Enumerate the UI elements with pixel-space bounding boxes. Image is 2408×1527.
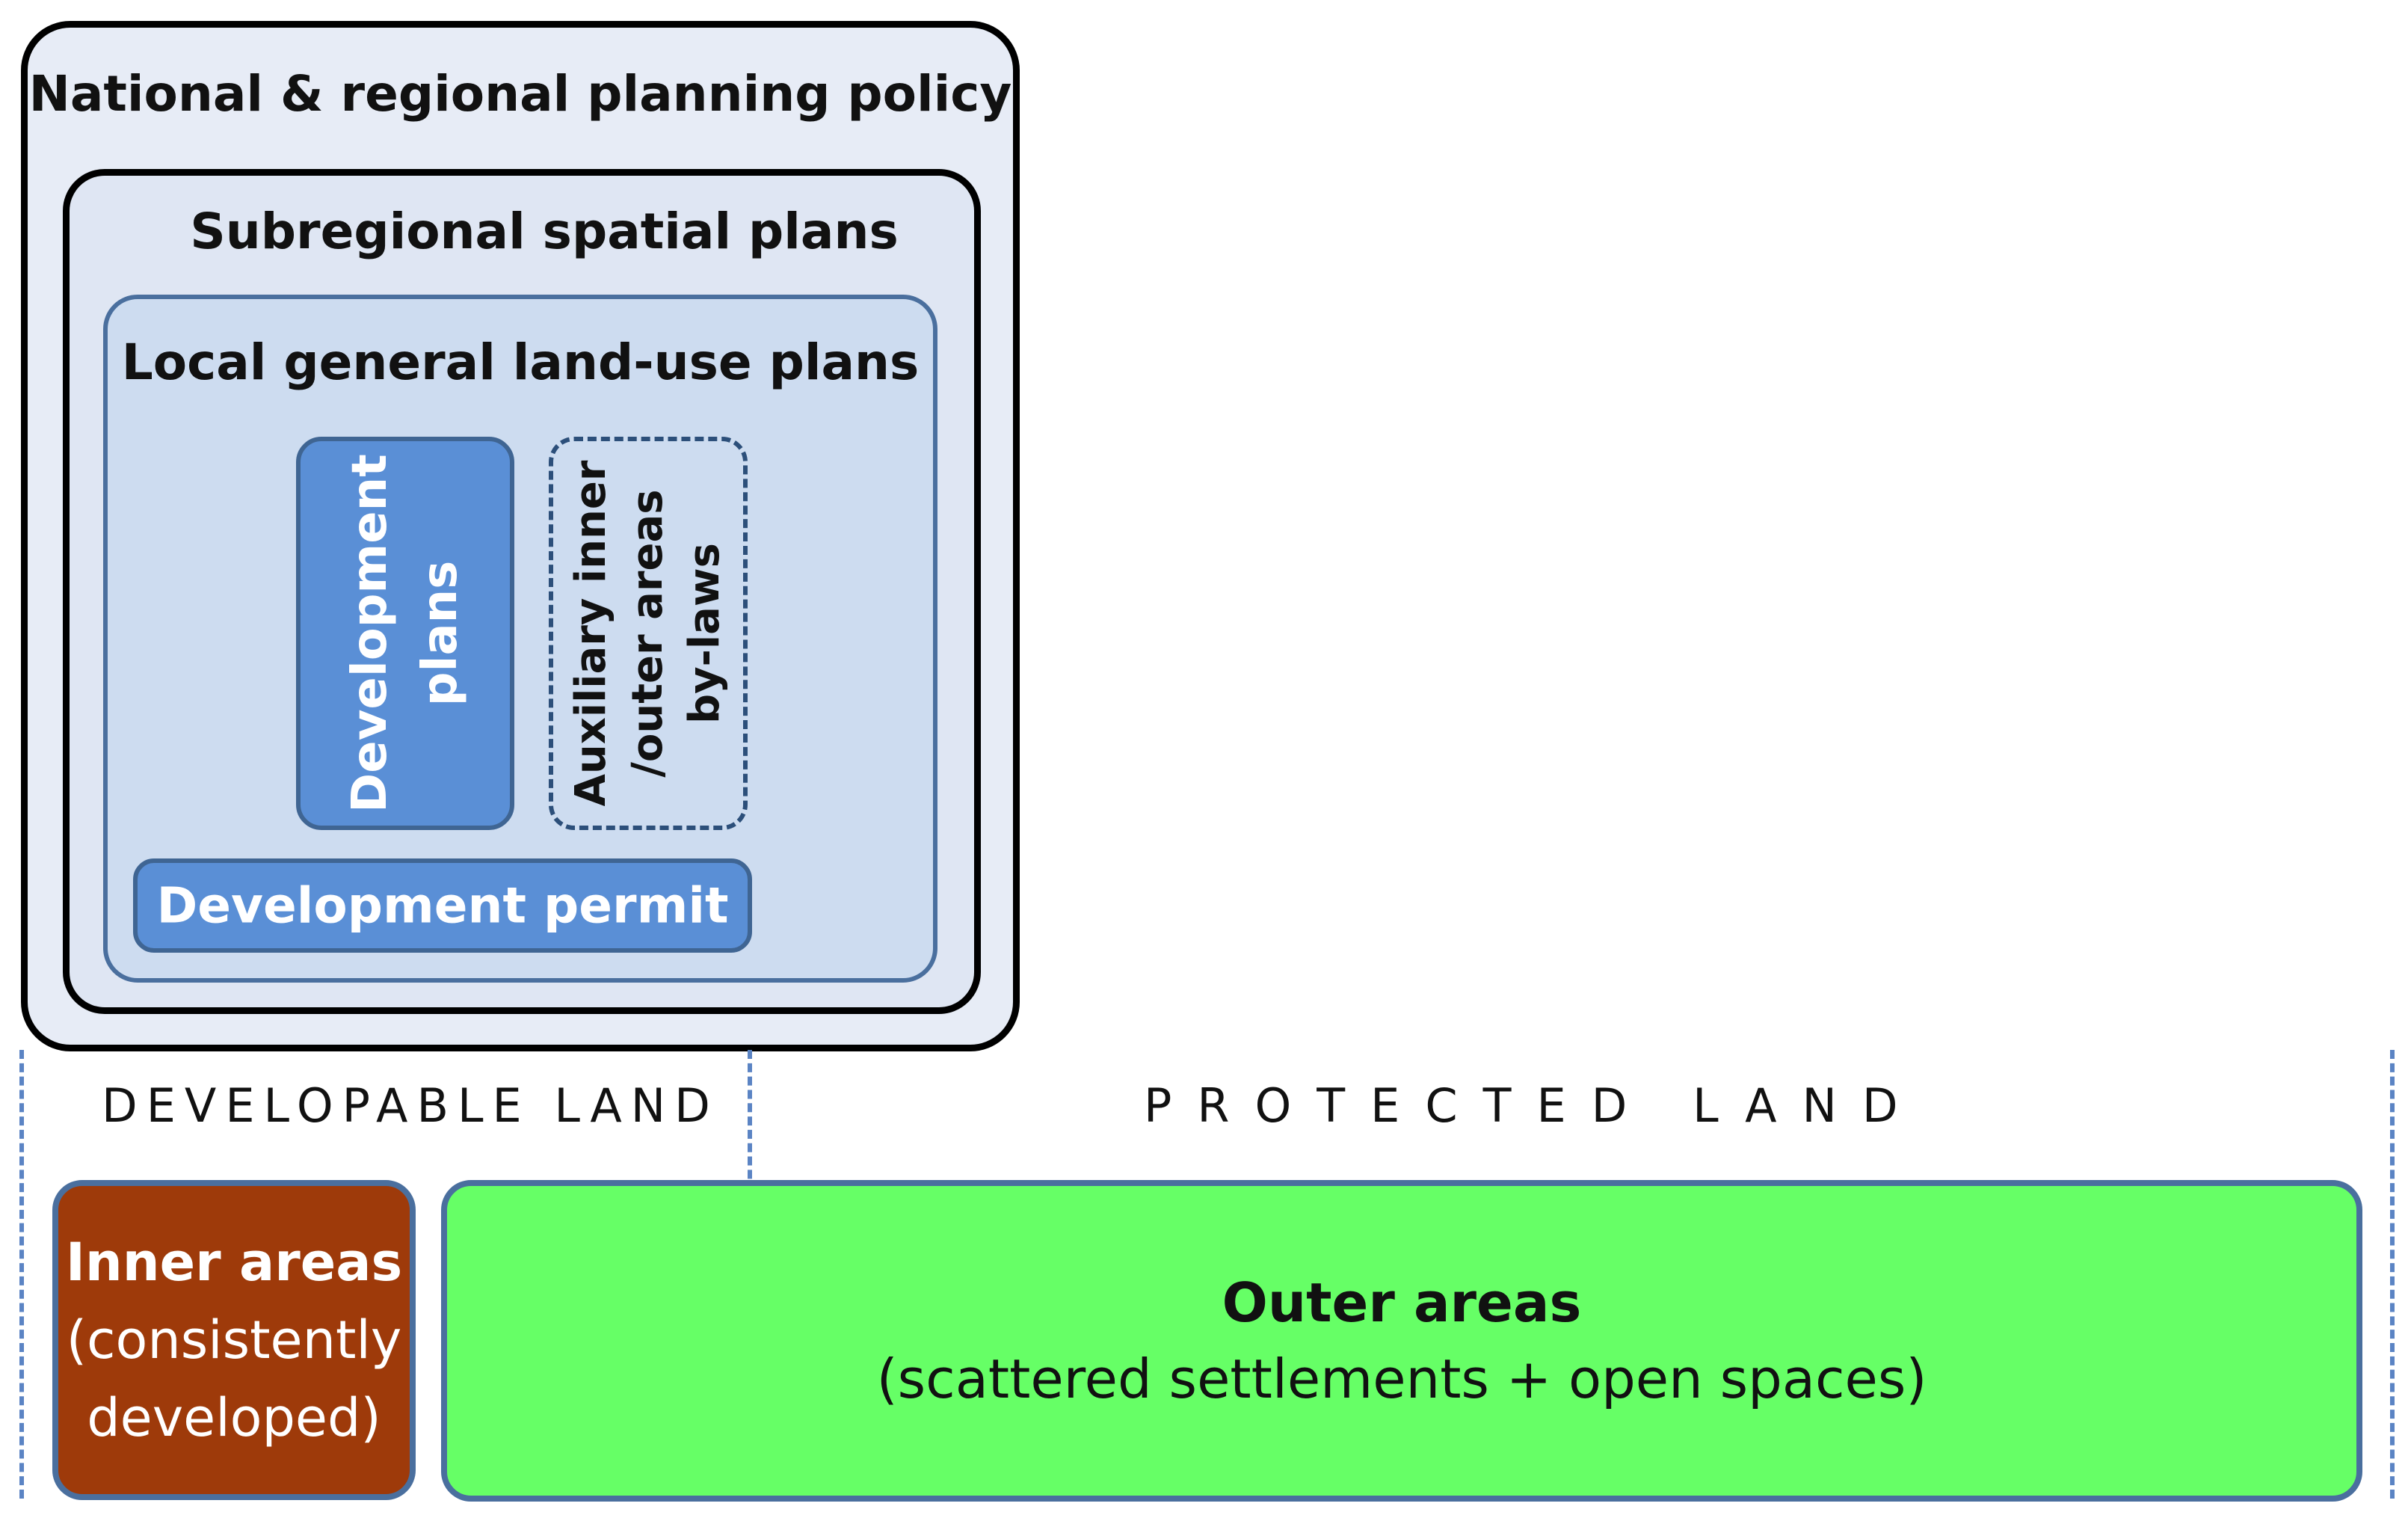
inner-areas-box: Inner areas (consistently developed) — [52, 1180, 416, 1500]
subregional-plans-title: Subregional spatial plans — [190, 203, 899, 260]
outer-areas-box: Outer areas (scattered settlements + ope… — [441, 1180, 2362, 1502]
inner-areas-text: Inner areas (consistently developed) — [58, 1223, 410, 1457]
bylaws-line-2: /outer areas — [623, 489, 672, 778]
auxiliary-bylaws-box: Auxiliary inner /outer areas by-laws — [549, 437, 748, 830]
local-plans-title: Local general land-use plans — [121, 334, 920, 391]
outer-areas-subtitle: (scattered settlements + open spaces) — [876, 1348, 1927, 1410]
auxiliary-bylaws-label: Auxiliary inner /outer areas by-laws — [563, 461, 733, 807]
inner-areas-title: Inner areas — [65, 1232, 403, 1293]
outer-areas-title: Outer areas — [1222, 1271, 1582, 1334]
bylaws-line-1: Auxiliary inner — [567, 460, 615, 807]
zone-divider-right — [2390, 1050, 2395, 1499]
development-plans-label: Development plans — [335, 454, 475, 813]
development-permit-label: Development permit — [156, 876, 729, 935]
inner-areas-line-2: developed) — [87, 1387, 381, 1448]
inner-areas-line-1: (consistently — [66, 1309, 402, 1371]
development-plans-line-2: plans — [413, 560, 468, 707]
developable-land-label: DEVELOPABLE LAND — [102, 1078, 719, 1133]
national-policy-title: National & regional planning policy — [28, 65, 1012, 123]
development-permit-box: Development permit — [133, 858, 752, 953]
protected-land-label: PROTECTED LAND — [1144, 1078, 1924, 1133]
outer-areas-text: Outer areas (scattered settlements + ope… — [447, 1265, 2356, 1417]
development-plans-line-1: Development — [342, 454, 398, 813]
zone-divider-left — [19, 1050, 24, 1499]
bylaws-line-3: by-laws — [680, 543, 729, 724]
development-plans-box: Development plans — [296, 437, 514, 830]
